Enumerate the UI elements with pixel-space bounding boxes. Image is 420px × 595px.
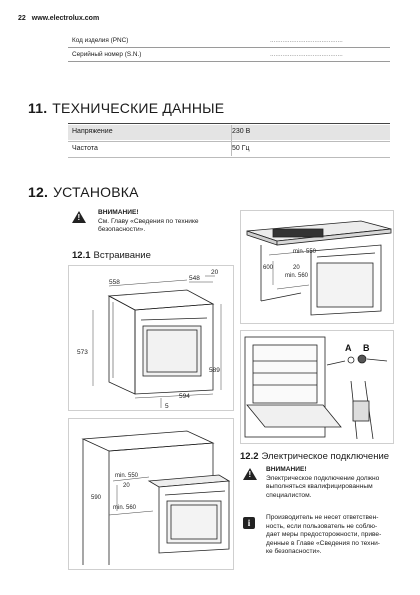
subsection-title: Электрическое подключение <box>261 451 390 462</box>
value-cell: 230 В <box>232 128 251 135</box>
info-text: дает меры предосторожности, приве- <box>266 531 382 539</box>
divider <box>68 47 390 48</box>
dimension-label: 20 <box>123 483 130 489</box>
pnc-label: Код изделия (PNC) <box>72 37 129 44</box>
dimension-label: 558 <box>109 279 120 286</box>
column-installation-figure: min. 550 20 590 min. 560 <box>68 418 234 570</box>
warning-title: ВНИМАНИЕ! <box>98 209 139 216</box>
warning-text: выполняться квалифицированным <box>266 483 373 491</box>
info-icon: i <box>243 517 255 529</box>
callout-label-b: B <box>363 343 370 353</box>
dimension-label: 573 <box>77 349 88 356</box>
table-top-rule <box>68 123 390 124</box>
info-text: ность, если пользователь не соблю- <box>266 522 378 530</box>
warning-text: Электрическое подключение должно <box>266 474 380 482</box>
warning-icon <box>243 468 257 480</box>
section-11-heading: 11.ТЕХНИЧЕСКИЕ ДАННЫЕ <box>28 100 224 116</box>
callout-label-a: A <box>345 343 352 353</box>
page-number: 22 <box>18 15 26 22</box>
table-column-rule <box>231 125 232 156</box>
dimension-label: 20 <box>293 265 300 271</box>
undercounter-installation-figure: min. 550 600 20 min. 560 <box>240 210 394 324</box>
value-cell: 50 Гц <box>232 145 250 152</box>
oven-dimensions-figure: 558 548 20 573 589 594 5 <box>68 265 234 411</box>
info-text: денные в Главе «Сведения по техни- <box>266 539 380 547</box>
warning-text: См. Главу «Сведения по технике <box>98 217 199 225</box>
info-block: Производитель не несет ответствен- ность… <box>266 514 381 557</box>
column-drawing: min. 550 20 590 min. 560 <box>81 430 231 565</box>
param-cell: Напряжение <box>72 128 113 135</box>
subsection-number: 12.1 <box>72 250 91 261</box>
pnc-value: ........................................… <box>270 37 343 44</box>
oven-fixing-drawing: A B <box>244 336 388 440</box>
sn-label: Серийный номер (S.N.) <box>72 51 142 58</box>
warning-text: безопасности». <box>98 226 146 234</box>
subsection-number: 12.2 <box>240 451 259 462</box>
section-number: 11. <box>28 100 48 116</box>
table-row: Частота 50 Гц <box>68 141 390 158</box>
warning-block: ВНИМАНИЕ! Электрическое подключение долж… <box>266 466 379 500</box>
section-12-heading: 12.УСТАНОВКА <box>28 184 139 200</box>
oven-dimensions-drawing: 558 548 20 573 589 594 5 <box>77 269 222 410</box>
dimension-label: 5 <box>165 403 169 410</box>
dimension-label: 594 <box>179 393 190 400</box>
dimension-label: min. 550 <box>115 473 139 479</box>
undercounter-drawing: min. 550 600 20 min. 560 <box>246 220 392 316</box>
section-number: 12. <box>28 184 49 200</box>
warning-text: специалистом. <box>266 491 312 499</box>
dimension-label: min. 550 <box>293 249 317 255</box>
sn-value: ........................................… <box>270 51 343 58</box>
table-row: Напряжение 230 В <box>68 125 390 140</box>
page-header: 22 www.electrolux.com <box>18 15 99 22</box>
info-text: Производитель не несет ответствен- <box>266 514 379 521</box>
dimension-label: min. 560 <box>285 273 309 279</box>
section-title: ТЕХНИЧЕСКИЕ ДАННЫЕ <box>52 100 225 116</box>
section-title: УСТАНОВКА <box>53 184 139 200</box>
dimension-label: min. 560 <box>113 505 137 511</box>
subsection-title: Встраивание <box>93 250 151 261</box>
dimension-label: 589 <box>209 367 220 374</box>
oven-fixing-figure: A B <box>240 330 394 444</box>
info-text: ке безопасности». <box>266 548 322 556</box>
dimension-label: 548 <box>189 275 200 282</box>
site-url: www.electrolux.com <box>31 15 100 22</box>
param-cell: Частота <box>72 145 98 152</box>
dimension-label: 590 <box>91 495 102 501</box>
warning-icon <box>72 211 86 223</box>
dimension-label: 600 <box>263 265 274 271</box>
warning-title: ВНИМАНИЕ! <box>266 466 307 473</box>
warning-block: ВНИМАНИЕ! См. Главу «Сведения по технике… <box>98 209 199 235</box>
divider <box>68 61 390 62</box>
dimension-label: 20 <box>211 269 219 276</box>
